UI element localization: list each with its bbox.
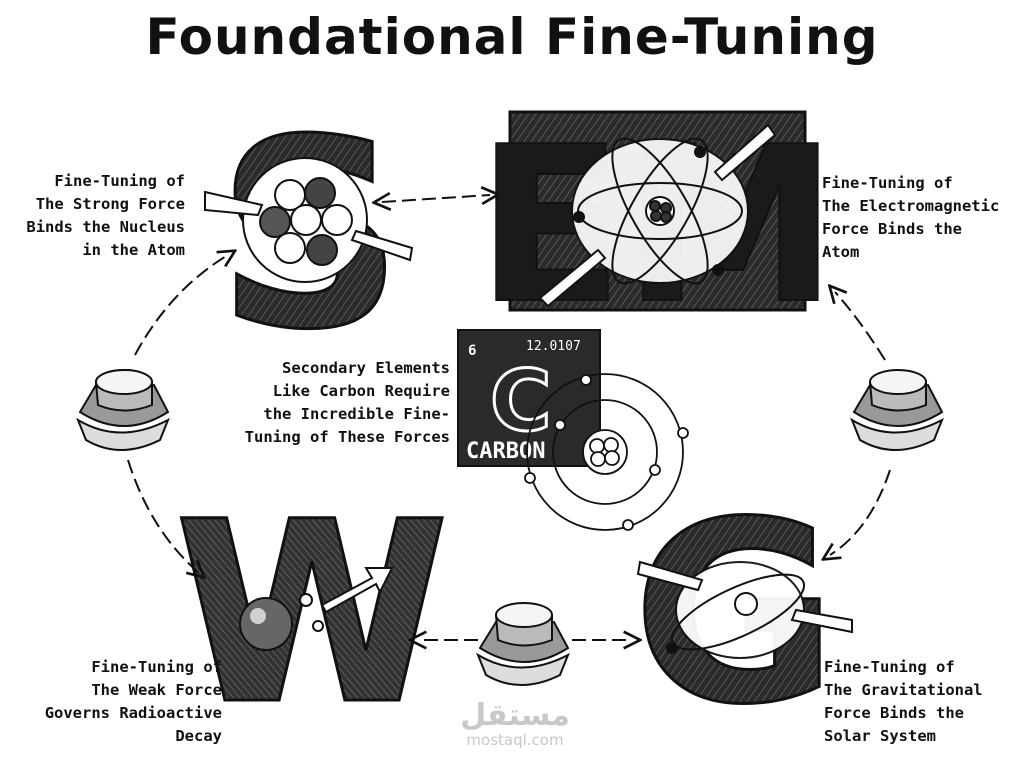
arrow-knob-right-to-gravity-icon (830, 469, 891, 555)
caption-carbon: Secondary Elements Like Carbon Require t… (244, 359, 450, 446)
carbon-name: CARBON (466, 439, 545, 464)
atom-icon (573, 137, 743, 285)
gravitational-force-illustration: G (631, 467, 853, 761)
carbon-symbol: C (490, 352, 552, 450)
tuning-knob-right-icon (849, 369, 944, 451)
solar-system-icon (666, 573, 806, 654)
carbon-atomic-number: 6 (468, 343, 476, 359)
compress-arrow-top-right-icon (713, 123, 777, 182)
planet-icon (666, 642, 678, 654)
caption-electromagnetic-force: Fine-Tuning of The Electromagnetic Force… (822, 174, 1000, 261)
watermark-arabic: مستقل (460, 698, 570, 733)
compress-arrow-left-icon (204, 190, 264, 217)
electromagnetic-force-illustration: EM (476, 99, 839, 352)
carbon-atomic-mass: 12.0107 (526, 339, 581, 354)
arrow-knob-right-to-em-icon (835, 292, 886, 361)
compress-arrow-left-g-icon (636, 560, 704, 592)
compress-arrow-right-icon (350, 229, 414, 262)
caption-weak-force: Fine-Tuning of The Weak Force Governs Ra… (44, 658, 222, 745)
decaying-nucleus-icon (239, 597, 293, 651)
arrow-strong-em-icon (382, 195, 490, 202)
sun-icon (734, 592, 758, 616)
carbon-element-tile (457, 329, 601, 467)
watermark: مستقل mostaql.com (450, 698, 580, 749)
tuning-knob-left-icon (75, 369, 170, 451)
tuning-knob-bottom-icon (475, 602, 570, 686)
arrow-knob-left-to-weak-icon (127, 459, 198, 572)
arrow-knob-left-to-strong-icon (134, 255, 228, 356)
cycle-arrows (127, 195, 891, 640)
nucleus-icon (259, 177, 353, 266)
weak-force-letter: W (174, 468, 450, 759)
emitted-particle-icon (299, 593, 313, 607)
carbon-illustration: 6 12.0107 C CARBON (457, 329, 689, 531)
compress-arrow-bottom-left-icon (538, 248, 607, 308)
watermark-url: mostaql.com (466, 731, 564, 749)
emission-arrow-icon (320, 567, 394, 614)
page-title: Foundational Fine-Tuning (145, 8, 879, 66)
compress-arrow-right-g-icon (790, 608, 853, 634)
strong-force-illustration: S (204, 84, 414, 389)
carbon-atom-icon (524, 373, 689, 531)
caption-strong-force: Fine-Tuning of The Strong Force Binds th… (26, 172, 185, 259)
weak-force-illustration: W (173, 467, 452, 761)
caption-gravitational-force: Fine-Tuning of The Gravitational Force B… (824, 658, 983, 745)
